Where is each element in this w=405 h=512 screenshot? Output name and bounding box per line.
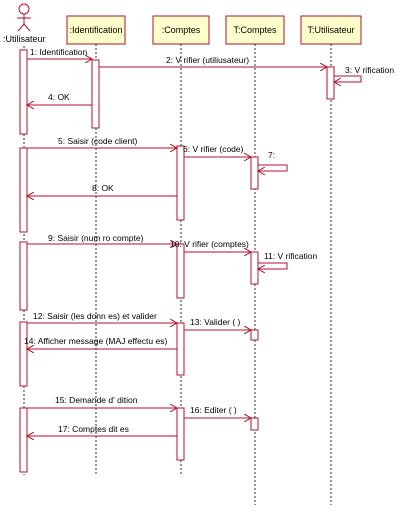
message-label: 15: Demande d' dition bbox=[55, 395, 138, 405]
activation-bar bbox=[19, 147, 28, 233]
object-label: T:Utilisateur bbox=[307, 25, 354, 35]
message-label: 5: Saisir (code client) bbox=[58, 136, 138, 146]
message-12: 12: Saisir (les donn es) et valider bbox=[27, 311, 177, 323]
message-10: 10: V rifier (comptes) bbox=[170, 239, 251, 252]
activation-bar bbox=[250, 329, 259, 341]
message-label: 14: Afficher message (MAJ effectu es) bbox=[24, 336, 167, 346]
message-1: 1: Identification bbox=[27, 47, 92, 59]
message-4: 4: OK bbox=[27, 92, 92, 105]
message-label: 10: V rifier (comptes) bbox=[170, 239, 249, 249]
message-11-self: 11: V rification bbox=[258, 251, 318, 269]
activation-bar bbox=[326, 66, 335, 100]
message-14: 14: Afficher message (MAJ effectu es) bbox=[24, 336, 177, 349]
activation-bar bbox=[91, 59, 100, 129]
object-identification: :Identification bbox=[66, 15, 126, 45]
message-5: 5: Saisir (code client) bbox=[27, 136, 177, 148]
activation-bar bbox=[176, 145, 185, 221]
message-label: 13: Valider ( ) bbox=[190, 317, 241, 327]
message-label: 3: V rification bbox=[345, 65, 394, 75]
message-label: 11: V rification bbox=[264, 251, 318, 261]
activation-bar bbox=[176, 322, 185, 376]
message-label: 8: OK bbox=[92, 183, 114, 193]
message-17: 17: Comptes dit es bbox=[27, 424, 177, 436]
message-3-self: 3: V rification bbox=[334, 65, 394, 82]
message-label: 9: Saisir (num ro compte) bbox=[48, 233, 144, 243]
message-label: 16: Editer ( ) bbox=[190, 405, 237, 415]
message-label: 7: bbox=[268, 150, 275, 160]
object-comptes: :Comptes bbox=[152, 15, 210, 45]
message-7-self: 7: bbox=[258, 150, 288, 171]
object-label: :Identification bbox=[69, 25, 122, 35]
message-16: 16: Editer ( ) bbox=[184, 405, 251, 418]
activation-bar bbox=[19, 49, 28, 135]
actor-label: :Utilisateur bbox=[3, 34, 46, 44]
activation-bar bbox=[250, 417, 259, 431]
object-t-utilisateur: T:Utilisateur bbox=[300, 15, 362, 45]
message-8: 8: OK bbox=[27, 183, 177, 196]
message-label: 12: Saisir (les donn es) et valider bbox=[33, 311, 157, 321]
actor-utilisateur: :Utilisateur bbox=[3, 3, 46, 44]
activation-bar bbox=[176, 243, 185, 299]
object-label: T:Comptes bbox=[233, 25, 277, 35]
actor-head bbox=[18, 3, 30, 15]
activation-bar bbox=[19, 241, 28, 311]
message-9: 9: Saisir (num ro compte) bbox=[27, 233, 177, 244]
activation-bar bbox=[250, 156, 259, 190]
message-2: 2: V rifier (utiliusateur) bbox=[99, 55, 327, 67]
object-label: :Comptes bbox=[162, 25, 201, 35]
message-13: 13: Valider ( ) bbox=[184, 317, 251, 330]
message-label: 1: Identification bbox=[30, 47, 87, 57]
activation-bar bbox=[250, 251, 259, 285]
message-label: 6: V rifier (code) bbox=[183, 144, 244, 154]
message-label: 17: Comptes dit es bbox=[58, 424, 129, 434]
message-label: 4: OK bbox=[48, 92, 70, 102]
object-t-comptes: T:Comptes bbox=[225, 15, 285, 45]
activation-bar bbox=[19, 407, 28, 473]
message-label: 2: V rifier (utiliusateur) bbox=[166, 55, 249, 65]
message-15: 15: Demande d' dition bbox=[27, 395, 177, 408]
activation-bar bbox=[176, 407, 185, 461]
activation-bar bbox=[19, 321, 28, 387]
message-6: 6: V rifier (code) bbox=[183, 144, 251, 157]
